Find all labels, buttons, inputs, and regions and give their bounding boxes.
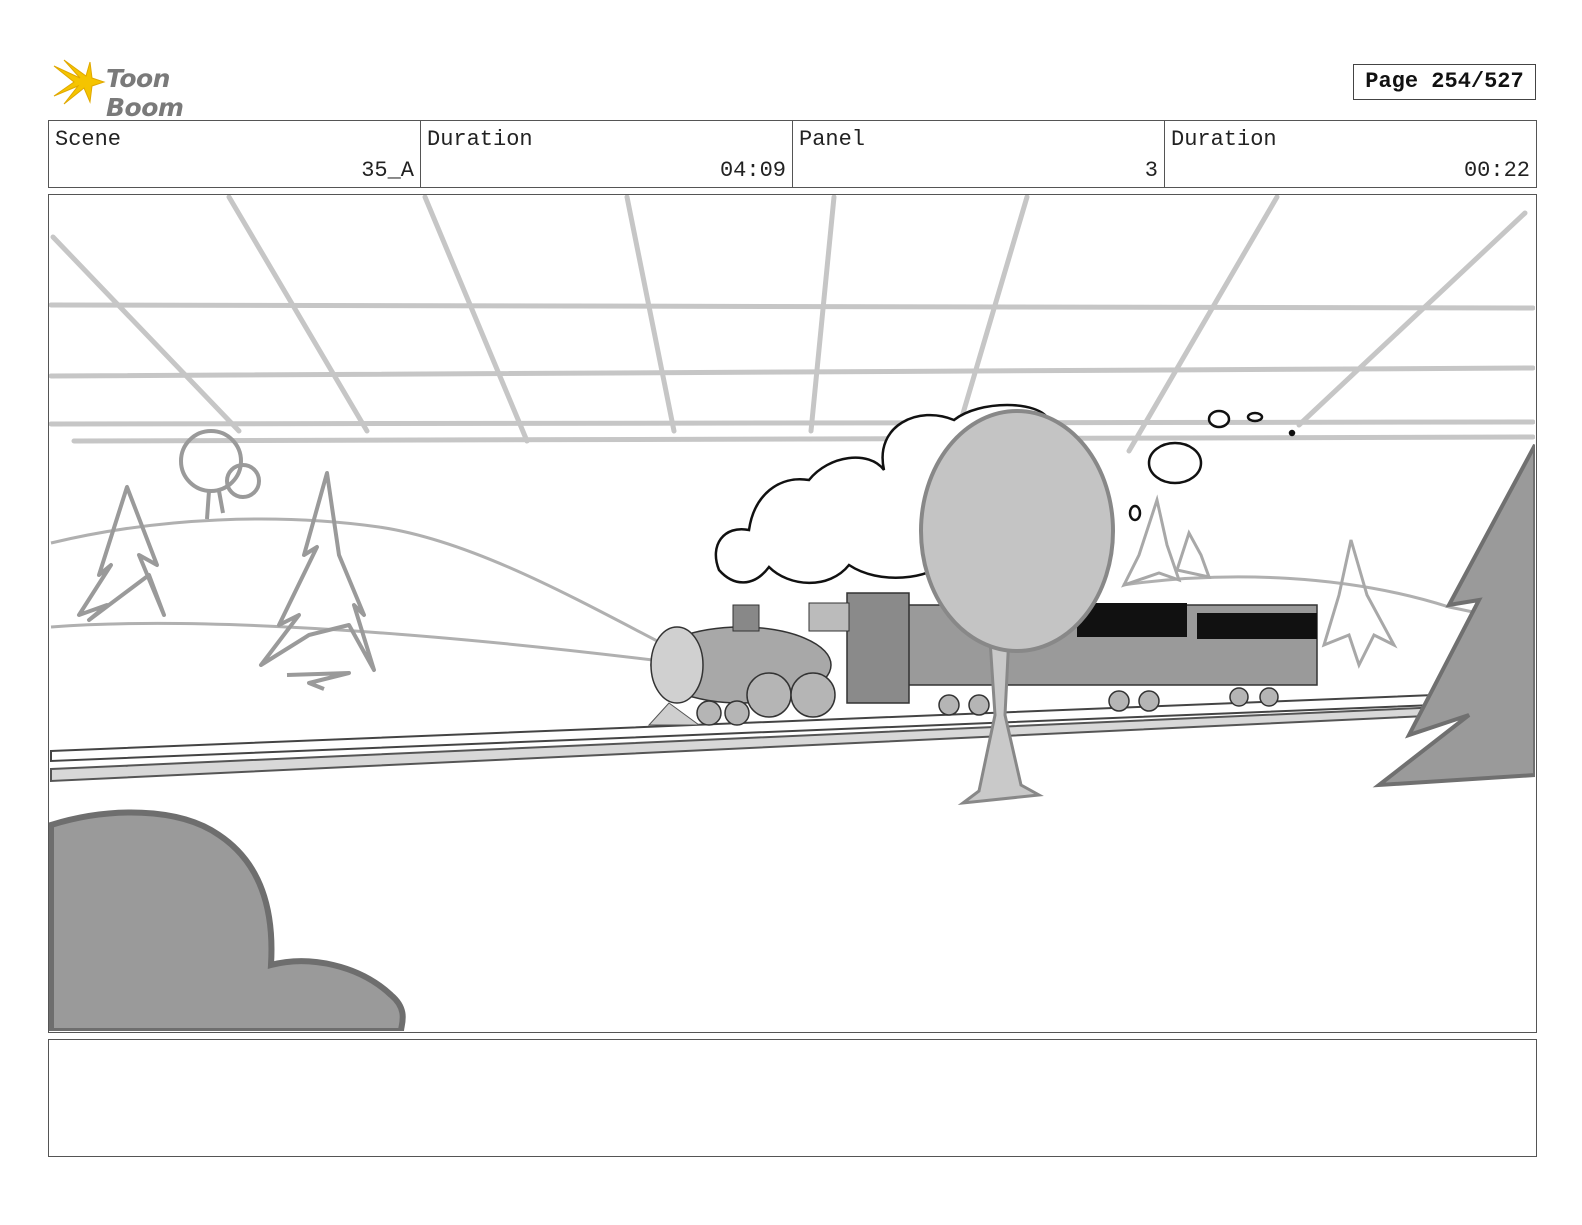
- foreground-bush: [49, 809, 406, 1031]
- panel-label: Panel: [799, 127, 866, 152]
- scene-duration-cell: Duration 04:09: [421, 121, 793, 187]
- scene-duration-value: 04:09: [719, 158, 786, 183]
- left-trees: [77, 429, 376, 691]
- scene-value: 35_A: [361, 158, 414, 183]
- ceiling-grid: [49, 195, 1535, 454]
- foreground-tree: [919, 409, 1115, 806]
- page-indicator: Page 254/527: [1353, 64, 1536, 100]
- right-trees: [1121, 494, 1398, 669]
- panel-duration-label: Duration: [1171, 127, 1277, 152]
- scene-duration-label: Duration: [427, 127, 533, 152]
- rail-tracks: [50, 689, 1534, 783]
- panel-value: 3: [1144, 158, 1158, 183]
- storyboard-info-bar: Scene 35_A Duration 04:09 Panel 3 Durati…: [48, 120, 1537, 188]
- panel-notes: [48, 1039, 1537, 1157]
- scene-cell: Scene 35_A: [49, 121, 421, 187]
- train: [647, 592, 1318, 726]
- panel-drawing: [49, 195, 1535, 1031]
- panel-duration-cell: Duration 00:22: [1165, 121, 1536, 187]
- storyboard-panel-image: [48, 194, 1537, 1033]
- brand-name: Toon Boom: [106, 64, 184, 122]
- right-pine-tree: [1372, 444, 1535, 788]
- panel-cell: Panel 3: [793, 121, 1165, 187]
- scene-label: Scene: [55, 127, 122, 152]
- starburst-icon: [53, 59, 106, 105]
- toon-boom-logo: Toon Boom: [50, 56, 250, 122]
- panel-duration-value: 00:22: [1463, 158, 1530, 183]
